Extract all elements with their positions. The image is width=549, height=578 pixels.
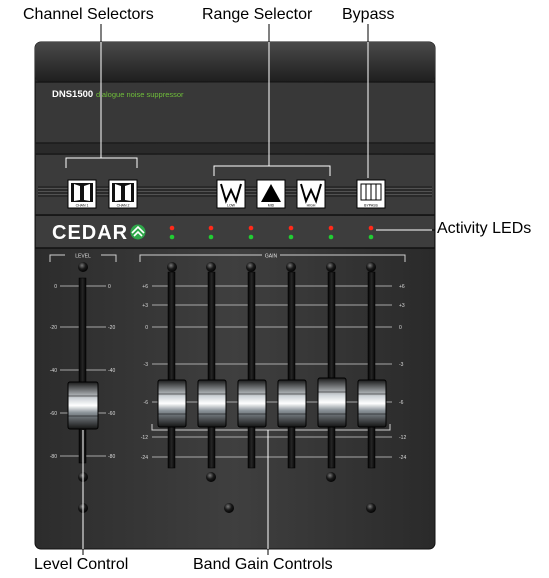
chan1-button[interactable]: CHAN 1 bbox=[67, 179, 97, 209]
brand-strip bbox=[36, 216, 434, 248]
bypass-label: BYPASS bbox=[364, 204, 378, 208]
mid-label: MID bbox=[268, 204, 275, 208]
gain-tick-label: +3 bbox=[399, 303, 405, 309]
top-cover bbox=[35, 42, 435, 82]
led-green-6 bbox=[368, 234, 374, 240]
callout-band-gain-controls: Band Gain Controls bbox=[193, 556, 333, 573]
led-red-2 bbox=[208, 225, 214, 231]
gain-fader-2[interactable] bbox=[197, 379, 227, 428]
level-tick-label: -40 bbox=[50, 368, 57, 374]
fader-slots bbox=[78, 271, 376, 469]
gain-tick-label: 0 bbox=[399, 325, 402, 331]
led-red-5 bbox=[328, 225, 334, 231]
gain-tick-label: -3 bbox=[144, 362, 149, 368]
callout-leaders bbox=[65, 24, 432, 555]
gain-tick-label: +6 bbox=[142, 284, 148, 290]
led-red-3 bbox=[248, 225, 254, 231]
low-label: LOW bbox=[227, 204, 236, 208]
gain-tick-label: +6 bbox=[399, 284, 405, 290]
level-tick-label: -80 bbox=[50, 454, 57, 460]
level-tick-label: -20 bbox=[50, 325, 57, 331]
led-red-4 bbox=[288, 225, 294, 231]
gain-tick-label: -3 bbox=[399, 362, 404, 368]
gain-bracket bbox=[151, 424, 391, 431]
level-tick-label: 0 bbox=[108, 284, 111, 290]
gain-tick-label: -12 bbox=[399, 435, 406, 441]
led-green-2 bbox=[208, 234, 214, 240]
gain-tick-label: 0 bbox=[145, 325, 148, 331]
callout-range-selector: Range Selector bbox=[202, 6, 313, 23]
level-tick-label: -80 bbox=[108, 454, 115, 460]
gain-section-label: GAIN bbox=[265, 254, 278, 260]
level-tick-label: -20 bbox=[108, 325, 115, 331]
model-name: DNS1500 bbox=[52, 89, 93, 100]
gain-tick-label: -24 bbox=[399, 455, 406, 461]
bypass-button[interactable]: BYPASS bbox=[356, 179, 386, 209]
level-tick-label: 0 bbox=[54, 284, 57, 290]
gain-fader-4[interactable] bbox=[277, 379, 307, 428]
led-green-5 bbox=[328, 234, 334, 240]
callout-activity-leds: Activity LEDs bbox=[437, 220, 532, 237]
led-red-1 bbox=[169, 225, 175, 231]
gain-fader-6[interactable] bbox=[357, 379, 387, 428]
gain-tick-label: -12 bbox=[141, 435, 148, 441]
level-tick-label: -40 bbox=[108, 368, 115, 374]
callout-level-control: Level Control bbox=[34, 556, 129, 573]
gain-tick-label: +3 bbox=[142, 303, 148, 309]
gain-fader-3[interactable] bbox=[237, 379, 267, 428]
high-range-button[interactable]: HIGH bbox=[296, 179, 326, 209]
led-green-1 bbox=[169, 234, 175, 240]
gain-fader-1[interactable] bbox=[157, 379, 187, 428]
model-subtitle: dialogue noise suppressor bbox=[96, 90, 184, 99]
gain-tick-label: -6 bbox=[144, 400, 149, 406]
gain-scale bbox=[152, 285, 392, 458]
activity-leds bbox=[169, 225, 374, 240]
led-red-6 bbox=[368, 225, 374, 231]
level-section-label: LEVEL bbox=[75, 254, 91, 260]
chan1-label: CHAN 1 bbox=[76, 204, 89, 208]
callout-channel-selectors: Channel Selectors bbox=[23, 6, 154, 23]
chan2-label: CHAN 2 bbox=[117, 204, 130, 208]
level-tick-label: -60 bbox=[108, 411, 115, 417]
gain-tick-label: -6 bbox=[399, 400, 404, 406]
level-section: LEVEL bbox=[49, 254, 117, 262]
gain-tick-label: -24 bbox=[141, 455, 148, 461]
callout-bypass: Bypass bbox=[342, 6, 395, 23]
brand-logo-text: CEDAR bbox=[52, 222, 128, 244]
low-range-button[interactable]: LOW bbox=[216, 179, 246, 209]
level-tick-label: -60 bbox=[50, 411, 57, 417]
gain-fader-5[interactable] bbox=[317, 377, 347, 428]
led-green-4 bbox=[288, 234, 294, 240]
level-fader[interactable] bbox=[67, 381, 99, 430]
led-green-3 bbox=[248, 234, 254, 240]
callout-leaders-outside bbox=[82, 24, 435, 555]
cedar-logo-icon bbox=[130, 224, 146, 240]
high-label: HIGH bbox=[307, 204, 316, 208]
mid-range-button[interactable]: MID bbox=[256, 179, 286, 209]
gain-section: GAIN bbox=[139, 254, 406, 262]
chan2-button[interactable]: CHAN 2 bbox=[108, 179, 138, 209]
